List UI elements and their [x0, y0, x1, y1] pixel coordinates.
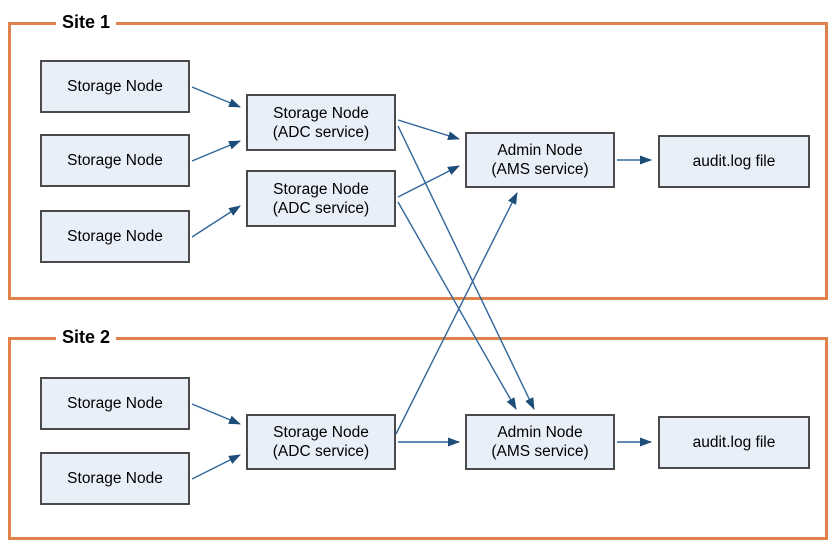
node-label: Storage Node	[67, 152, 163, 169]
node-label: audit.log file	[692, 434, 776, 451]
site2-storage-node-2: Storage Node	[40, 452, 190, 505]
node-label: audit.log file	[692, 153, 776, 170]
node-sublabel: (ADC service)	[272, 443, 370, 460]
node-label: Storage Node	[273, 424, 369, 441]
site1-storage-node-1: Storage Node	[40, 60, 190, 113]
node-label: Storage Node	[67, 470, 163, 487]
site2-admin-node: Admin Node (AMS service)	[465, 414, 615, 470]
site1-storage-node-3: Storage Node	[40, 210, 190, 263]
node-label: Storage Node	[273, 104, 369, 122]
node-label: Storage Node	[67, 228, 163, 245]
node-label: Storage Node	[67, 78, 163, 95]
site2-storage-node-1: Storage Node	[40, 377, 190, 430]
site1-storage-node-2: Storage Node	[40, 134, 190, 187]
site1-adc-storage-node-1: Storage Node (ADC service)	[246, 94, 396, 151]
node-label: Admin Node	[497, 424, 583, 441]
site1-title: Site 1	[56, 11, 117, 33]
node-label: Storage Node	[273, 180, 369, 198]
node-sublabel: (ADC service)	[272, 199, 370, 217]
node-sublabel: (ADC service)	[272, 123, 370, 141]
site2-audit-log-file: audit.log file	[658, 416, 810, 469]
site1-adc-storage-node-2: Storage Node (ADC service)	[246, 170, 396, 227]
site1-audit-log-file: audit.log file	[658, 135, 810, 188]
node-label: Admin Node	[497, 142, 583, 159]
site2-title: Site 2	[56, 326, 117, 348]
node-label: Storage Node	[67, 395, 163, 412]
node-sublabel: (AMS service)	[491, 161, 589, 178]
node-sublabel: (AMS service)	[491, 443, 589, 460]
site2-adc-storage-node: Storage Node (ADC service)	[246, 414, 396, 470]
site1-admin-node: Admin Node (AMS service)	[465, 132, 615, 188]
